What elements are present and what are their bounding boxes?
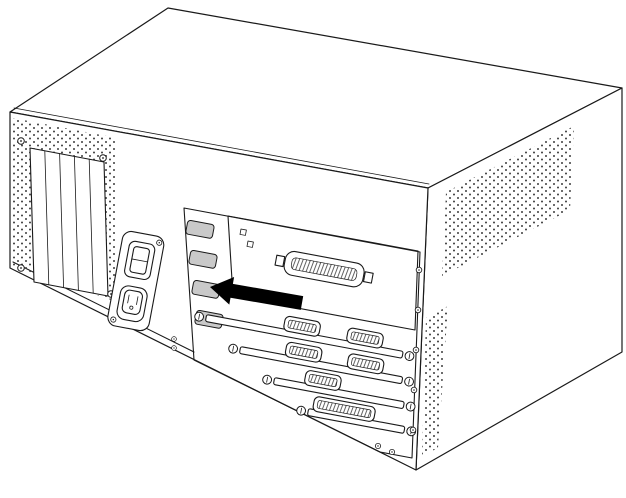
screw (415, 266, 423, 274)
io-connector (274, 250, 374, 288)
board-connector (312, 396, 376, 422)
board-bracket (273, 377, 405, 409)
inlet-ground-pin (129, 305, 134, 310)
slot-divider-line (74, 155, 79, 291)
screw (171, 336, 177, 342)
rocker-midline (131, 258, 148, 263)
thumbscrew (262, 374, 273, 385)
thumbscrew (228, 343, 239, 354)
thumbscrew (405, 401, 416, 412)
vertical-slot-grille (29, 147, 109, 297)
slot-cover-tab (188, 250, 218, 269)
board-connector (346, 353, 385, 375)
thumbscrew (404, 376, 414, 387)
jack-screw (362, 271, 374, 284)
vent-square (239, 228, 247, 236)
screw (414, 306, 422, 314)
option-board (262, 370, 416, 412)
power-assembly (107, 230, 165, 332)
board-connector (284, 341, 323, 363)
io-connector-pins (290, 257, 358, 281)
right-vent-grille (442, 126, 574, 276)
screw (17, 137, 25, 145)
jack-screw (274, 254, 286, 268)
screw (374, 442, 382, 450)
thumbscrew (194, 311, 205, 322)
corner-vent-strip (422, 306, 448, 456)
option-board (228, 341, 414, 387)
slot-divider-line (59, 153, 64, 289)
screw (99, 154, 107, 162)
insertion-arrow (210, 277, 304, 310)
board-connector (304, 370, 342, 391)
slot-cover-tab (185, 220, 215, 239)
screw (410, 386, 418, 394)
screw (388, 448, 396, 456)
power-inlet-socket (121, 289, 144, 315)
screw (409, 426, 417, 434)
option-board (296, 396, 417, 437)
inlet-prong (136, 296, 139, 305)
screw (412, 346, 420, 354)
thumbscrew (296, 405, 307, 416)
inlet-prong (127, 294, 130, 304)
thumbscrew (404, 351, 415, 361)
screw (171, 345, 177, 351)
vent-square (246, 240, 254, 248)
board-connector (283, 315, 321, 337)
io-module-panel (227, 215, 419, 331)
slot-divider-line (44, 150, 50, 286)
board-connector (346, 327, 384, 349)
slot-divider-line (88, 158, 94, 294)
board-bracket (239, 346, 404, 385)
screw (17, 264, 25, 272)
top-edge-bevel-line (13, 107, 430, 185)
option-board (194, 311, 415, 361)
